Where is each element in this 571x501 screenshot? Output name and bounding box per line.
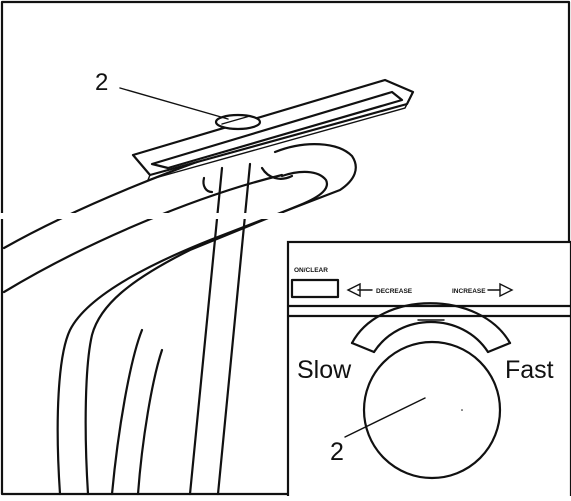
control-panel-inset: ON/CLEAR DECREASE INCREASE Slow Fast 2 xyxy=(286,240,571,500)
on-clear-button[interactable] xyxy=(290,278,340,299)
callout-leader-top xyxy=(119,87,229,120)
slow-label: Slow xyxy=(297,356,352,384)
speed-dial[interactable] xyxy=(362,340,502,480)
callout-leader-dial xyxy=(344,397,426,438)
handrail-right xyxy=(56,143,357,496)
increase-label: INCREASE xyxy=(452,288,486,295)
scan-gap xyxy=(0,213,460,219)
callout-top: 2 xyxy=(95,69,108,96)
increase-arrow-icon xyxy=(499,282,514,298)
decrease-label: DECREASE xyxy=(376,288,413,295)
on-clear-label: ON/CLEAR xyxy=(294,267,328,274)
speed-arc-track xyxy=(350,302,512,345)
lower-frame xyxy=(110,328,164,496)
callout-dial: 2 xyxy=(330,438,344,466)
fast-label: Fast xyxy=(505,356,554,384)
console xyxy=(131,78,415,182)
